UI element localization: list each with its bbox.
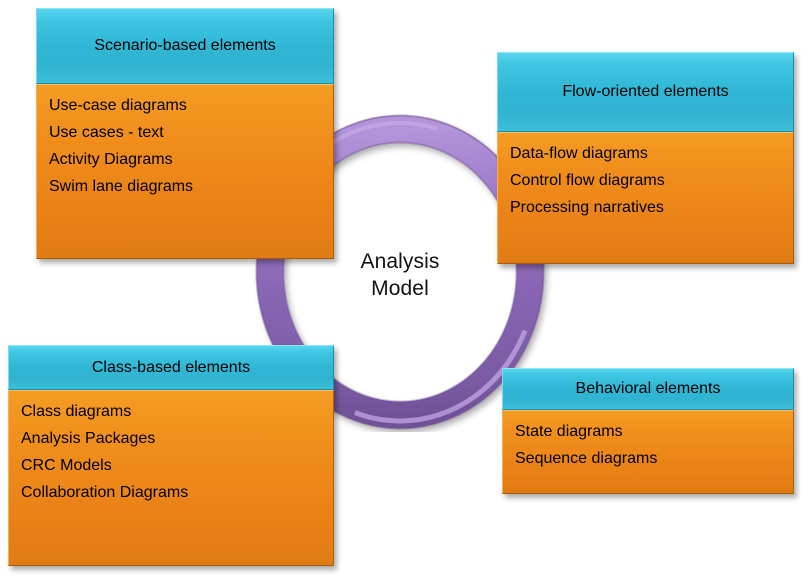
quadrant-body-class: Class diagrams Analysis Packages CRC Mod…	[8, 390, 334, 566]
quadrant-title-behavior: Behavioral elements	[575, 380, 721, 397]
list-item: Control flow diagrams	[510, 172, 665, 189]
quadrant-header-behavior: Behavioral elements	[502, 368, 794, 410]
list-item: Sequence diagrams	[515, 450, 658, 467]
quadrant-title-scenario: Scenario-based elements	[94, 37, 276, 54]
quadrant-body-scenario: Use-case diagrams Use cases - text Activ…	[36, 84, 334, 259]
list-item: Analysis Packages	[21, 430, 156, 447]
quadrant-flow-oriented-elements[interactable]: Flow-oriented elements Data-flow diagram…	[497, 52, 794, 264]
list-item: Use cases - text	[49, 124, 164, 141]
quadrant-body-flow: Data-flow diagrams Control flow diagrams…	[497, 132, 794, 264]
list-item: Processing narratives	[510, 199, 664, 216]
list-item: Swim lane diagrams	[49, 178, 194, 195]
quadrant-behavioral-elements[interactable]: Behavioral elements State diagrams Seque…	[502, 368, 794, 494]
center-label-line-1: Analysis	[360, 250, 440, 273]
list-item: State diagrams	[515, 423, 623, 440]
quadrant-scenario-based-elements[interactable]: Scenario-based elements Use-case diagram…	[36, 8, 334, 259]
quadrant-body-behavior: State diagrams Sequence diagrams	[502, 410, 794, 494]
quadrant-header-flow: Flow-oriented elements	[497, 52, 794, 132]
quadrant-header-class: Class-based elements	[8, 345, 334, 390]
list-item: Activity Diagrams	[49, 151, 173, 168]
list-item: Use-case diagrams	[49, 97, 187, 114]
list-item: CRC Models	[21, 457, 112, 474]
list-item: Data-flow diagrams	[510, 145, 648, 162]
quadrant-title-class: Class-based elements	[91, 358, 251, 376]
quadrant-title-flow: Flow-oriented elements	[562, 83, 729, 100]
list-item: Class diagrams	[21, 403, 132, 420]
quadrant-header-scenario: Scenario-based elements	[36, 8, 334, 84]
analysis-model-ring	[245, 112, 555, 432]
center-label-line-2: Model	[371, 277, 429, 300]
center-label: Analysis Model	[330, 248, 470, 302]
list-item: Collaboration Diagrams	[21, 484, 189, 501]
quadrant-class-based-elements[interactable]: Class-based elements Class diagrams Anal…	[8, 345, 334, 566]
